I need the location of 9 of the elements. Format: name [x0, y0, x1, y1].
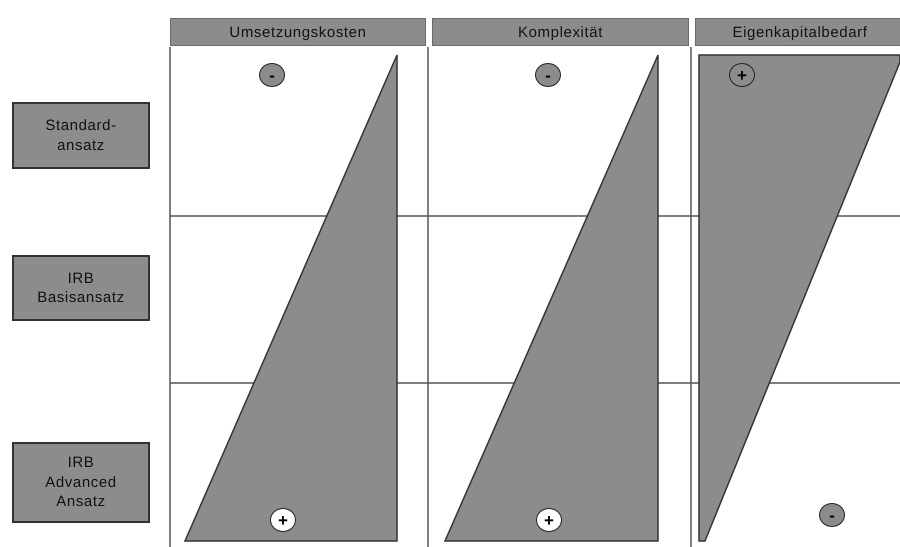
- column-header: Komplexität: [432, 18, 689, 46]
- sign-symbol: -: [259, 63, 285, 87]
- row-header: IRB Basisansatz: [12, 255, 150, 321]
- column-header: Umsetzungskosten: [170, 18, 426, 46]
- sign-symbol: -: [819, 503, 845, 527]
- row-header: Standard- ansatz: [12, 102, 150, 169]
- sign-symbol: -: [535, 63, 561, 87]
- column-header: Eigenkapitalbedarf: [695, 18, 900, 46]
- row-header: IRB Advanced Ansatz: [12, 442, 150, 523]
